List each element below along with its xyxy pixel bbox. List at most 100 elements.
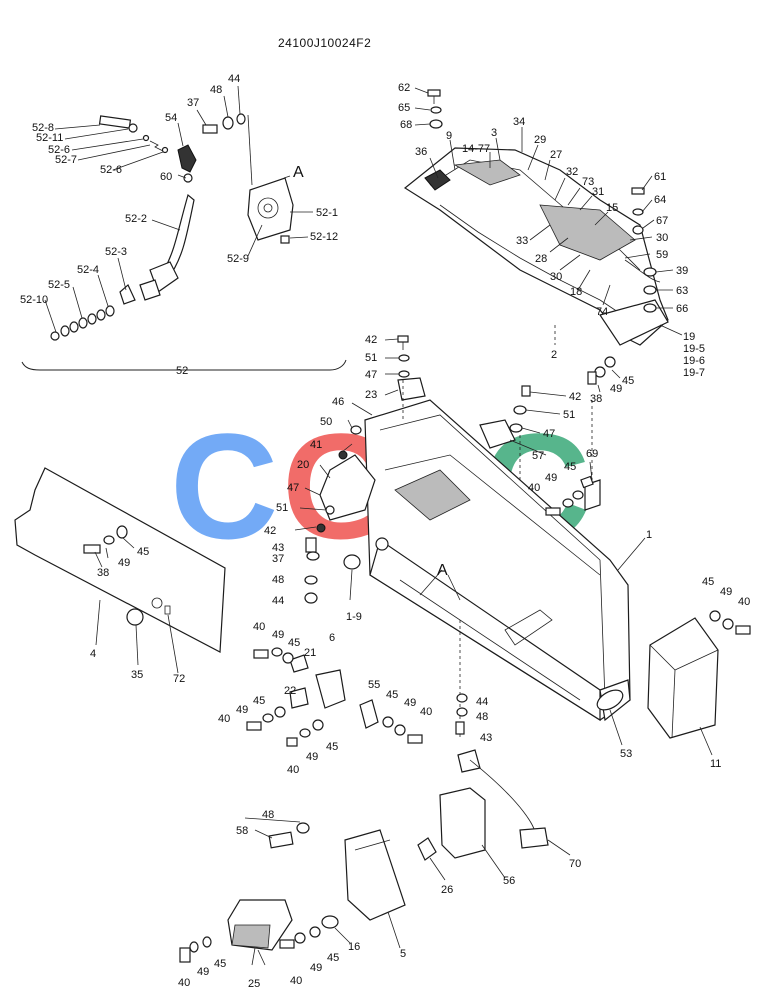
callout-label: 52-2	[125, 213, 147, 225]
callout-label: 45	[564, 461, 576, 473]
callout-label: 52-3	[105, 246, 127, 258]
callout-label: 4	[90, 648, 96, 660]
callout-label: 52-6	[48, 144, 70, 156]
callout-label: 52-9	[227, 253, 249, 265]
callout-label: 42	[569, 391, 581, 403]
callout-label: 55	[368, 679, 380, 691]
callout-label: 45	[622, 375, 634, 387]
callout-label: 46	[332, 396, 344, 408]
callout-label: 42	[264, 525, 276, 537]
callout-label: 45	[702, 576, 714, 588]
callout-label: 23	[365, 389, 377, 401]
callout-label: 45	[327, 952, 339, 964]
callout-label: 52-5	[48, 279, 70, 291]
callout-label: 52-12	[310, 231, 338, 243]
callout-label: A	[437, 562, 448, 579]
callout-label: 54	[165, 112, 177, 124]
callout-label: 45	[253, 695, 265, 707]
callout-label: 25	[248, 978, 260, 990]
callout-label: 45	[214, 958, 226, 970]
callout-label: 59	[656, 249, 668, 261]
callout-label: 66	[676, 303, 688, 315]
callout-label: 44	[272, 595, 284, 607]
callout-label: 43	[480, 732, 492, 744]
callout-label: 40	[178, 977, 190, 989]
shift-lever-assembly	[21, 85, 347, 371]
callout-label: 48	[476, 711, 488, 723]
callout-label: 28	[535, 253, 547, 265]
callout-label: 52-1	[316, 207, 338, 219]
callout-label: 2	[551, 349, 557, 361]
callout-label: 48	[262, 809, 274, 821]
callout-label: 26	[441, 884, 453, 896]
callout-label: 18	[570, 286, 582, 298]
callout-label: 72	[173, 673, 185, 685]
callout-label: 3	[491, 127, 497, 139]
callout-label: 48	[272, 574, 284, 586]
callout-label: 49	[404, 697, 416, 709]
callout-label: 45	[386, 689, 398, 701]
callout-label: 22	[284, 685, 296, 697]
callout-label: 40	[420, 706, 432, 718]
callout-label: 51	[365, 352, 377, 364]
callout-label: 38	[97, 567, 109, 579]
console-assembly	[403, 87, 683, 346]
callout-label: 44	[228, 73, 240, 85]
callout-label: 20	[297, 459, 309, 471]
callout-label: 41	[310, 439, 322, 451]
callout-label: 49	[197, 966, 209, 978]
callout-label: 65	[398, 102, 410, 114]
callout-label: 43	[272, 542, 284, 554]
callout-label: 49	[720, 586, 732, 598]
watermark-letter-c1: C	[170, 402, 278, 570]
callout-label: 21	[304, 647, 316, 659]
callout-label: 49	[236, 704, 248, 716]
callout-label: 11	[710, 758, 721, 770]
callout-label: 52-4	[77, 264, 99, 276]
callout-label: 70	[569, 858, 581, 870]
callout-label: 16	[348, 941, 360, 953]
callout-label: 47	[287, 482, 299, 494]
callout-label: 47	[543, 428, 555, 440]
callout-label: 35	[131, 669, 143, 681]
callout-label: 37	[272, 553, 284, 565]
callout-label: 5	[400, 948, 406, 960]
callout-label: 58	[236, 825, 248, 837]
callout-label: 19-5	[683, 343, 705, 355]
callout-label: 60	[160, 171, 172, 183]
main-frame	[294, 335, 646, 746]
side-fasteners	[545, 356, 621, 516]
callout-label: 40	[218, 713, 230, 725]
callout-label: 6	[329, 632, 335, 644]
callout-label: 30	[550, 271, 562, 283]
callout-label: 51	[563, 409, 575, 421]
callout-label: 9	[446, 130, 452, 142]
callout-label: 40	[290, 975, 302, 987]
callout-label: 40	[528, 482, 540, 494]
callout-label: 52-7	[55, 154, 77, 166]
callout-label: 64	[654, 194, 666, 206]
callout-label: 74	[596, 306, 608, 318]
callout-label: 19	[683, 331, 695, 343]
callout-label: 52	[176, 365, 188, 377]
callout-label: 42	[365, 334, 377, 346]
callout-label: 48	[210, 84, 222, 96]
drawing-code: 24100J10024F2	[278, 36, 371, 50]
callout-label: 45	[326, 741, 338, 753]
callout-label: 53	[620, 748, 632, 760]
side-panel	[14, 467, 226, 674]
callout-label: 67	[656, 215, 668, 227]
callout-label: 37	[187, 97, 199, 109]
callout-label: 56	[503, 875, 515, 887]
callout-label: 32	[566, 166, 578, 178]
callout-labels: 52-8 52-11 52-6 52-7 52-6 54 37 48 44 A …	[20, 73, 750, 990]
callout-label: 52-10	[20, 294, 48, 306]
callout-label: 19-6	[683, 355, 705, 367]
callout-label: 40	[738, 596, 750, 608]
callout-label: 69	[586, 448, 598, 460]
electrical-box	[647, 610, 751, 756]
callout-label: 47	[365, 369, 377, 381]
callout-label: 1	[646, 529, 652, 541]
callout-label: 51	[276, 502, 288, 514]
